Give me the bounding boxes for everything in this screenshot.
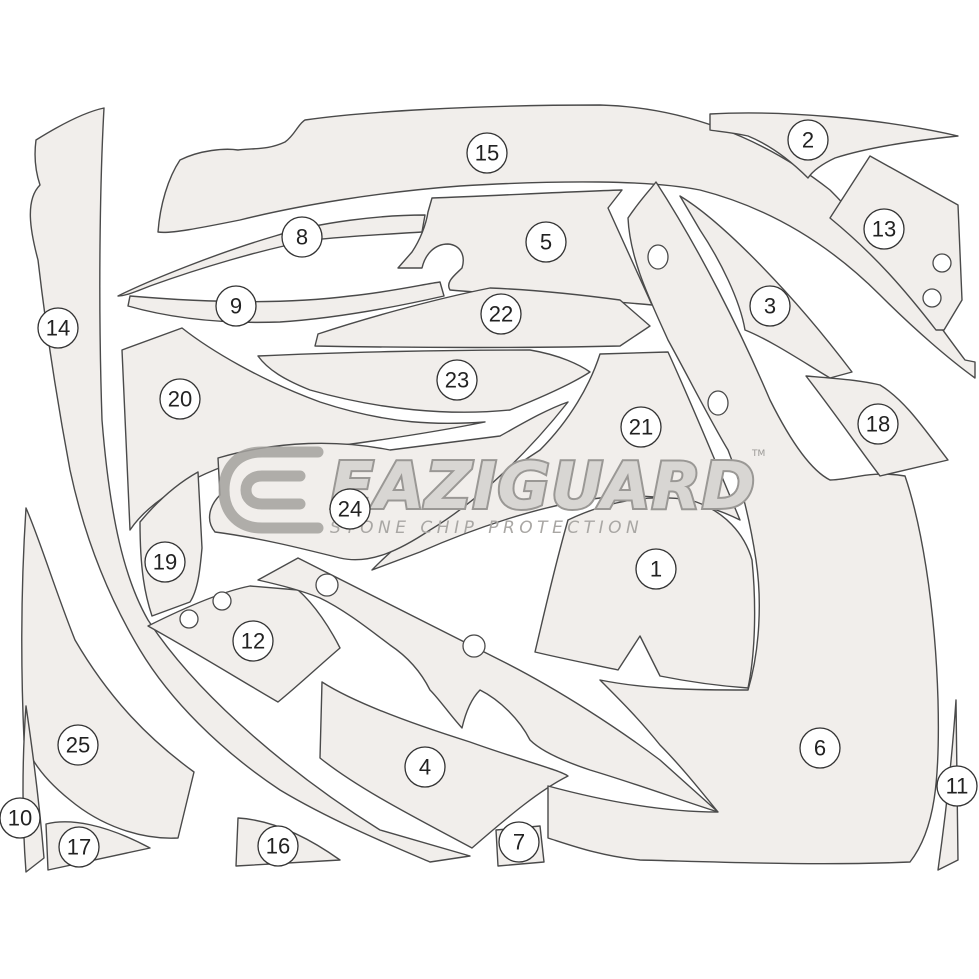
tag-12: 12 [232,620,274,662]
tag-22: 22 [480,293,522,335]
tag-21: 21 [620,406,662,448]
piece-9 [127,281,445,324]
tag-label: 1 [650,557,662,582]
mounting-holes [179,244,952,658]
hole [315,573,339,597]
tag-24: 24 [329,488,371,530]
tag-11: 11 [936,765,978,807]
tag-4: 4 [404,746,446,788]
tag-2: 2 [787,119,829,161]
tag-label: 16 [266,834,290,859]
logo-mark-icon [218,446,324,534]
tag-6: 6 [799,727,841,769]
piece-23 [257,349,591,413]
tag-label: 3 [764,294,776,319]
hole [462,634,486,658]
tag-15: 15 [466,132,508,174]
tag-label: 15 [475,141,499,166]
tag-label: 25 [66,733,90,758]
piece-24 [208,401,569,561]
tag-5: 5 [525,221,567,263]
tag-label: 22 [489,302,513,327]
hole [932,253,952,273]
tag-19: 19 [144,541,186,583]
tag-label: 21 [629,415,653,440]
hole [179,609,199,629]
tag-25: 25 [57,724,99,766]
tag-label: 18 [866,412,890,437]
tag-7: 7 [498,821,540,863]
logo-mark-icon [240,470,306,510]
tag-16: 16 [257,825,299,867]
tag-label: 5 [540,230,552,255]
piece-2 [709,112,959,179]
piece-number-tags: 1 2 3 4 5 6 7 8 9 10 11 12 13 14 15 16 1… [0,119,978,868]
hole [647,244,669,270]
tag-label: 6 [814,736,826,761]
tag-label: 10 [8,806,32,831]
tag-label: 23 [445,368,469,393]
tag-1: 1 [635,548,677,590]
tag-label: 14 [46,316,70,341]
tag-label: 4 [419,755,431,780]
piece-8 [117,214,426,297]
tag-14: 14 [37,307,79,349]
piece-6 [547,181,940,865]
eaziguard-logo: EAZIGUARD STONE CHIP PROTECTION TM [218,446,765,538]
brand-tagline: STONE CHIP PROTECTION [330,518,643,538]
tag-label: 7 [513,830,525,855]
hole [922,288,942,308]
piece-21 [371,351,741,571]
tag-13: 13 [863,208,905,250]
tag-label: 24 [338,497,362,522]
tag-label: 11 [946,774,969,799]
tag-label: 9 [230,294,242,319]
piece-20 [121,327,486,531]
tag-10: 10 [0,797,41,839]
brand-trademark: TM [751,449,765,459]
piece-5 [397,189,653,306]
tag-18: 18 [857,403,899,445]
tag-label: 17 [67,835,91,860]
hole [707,390,729,416]
tag-label: 2 [802,128,814,153]
tag-3: 3 [749,285,791,327]
piece-4 [257,557,719,849]
tag-label: 13 [872,217,896,242]
tag-label: 20 [168,387,192,412]
brand-wordmark: EAZIGUARD [330,450,756,524]
tag-20: 20 [159,378,201,420]
tag-23: 23 [436,359,478,401]
tag-8: 8 [281,216,323,258]
hole [212,591,232,611]
tag-17: 17 [58,826,100,868]
tag-label: 19 [153,550,177,575]
tag-9: 9 [215,285,257,327]
piece-14 [29,107,471,863]
tag-label: 12 [241,629,265,654]
tag-label: 8 [296,225,308,250]
